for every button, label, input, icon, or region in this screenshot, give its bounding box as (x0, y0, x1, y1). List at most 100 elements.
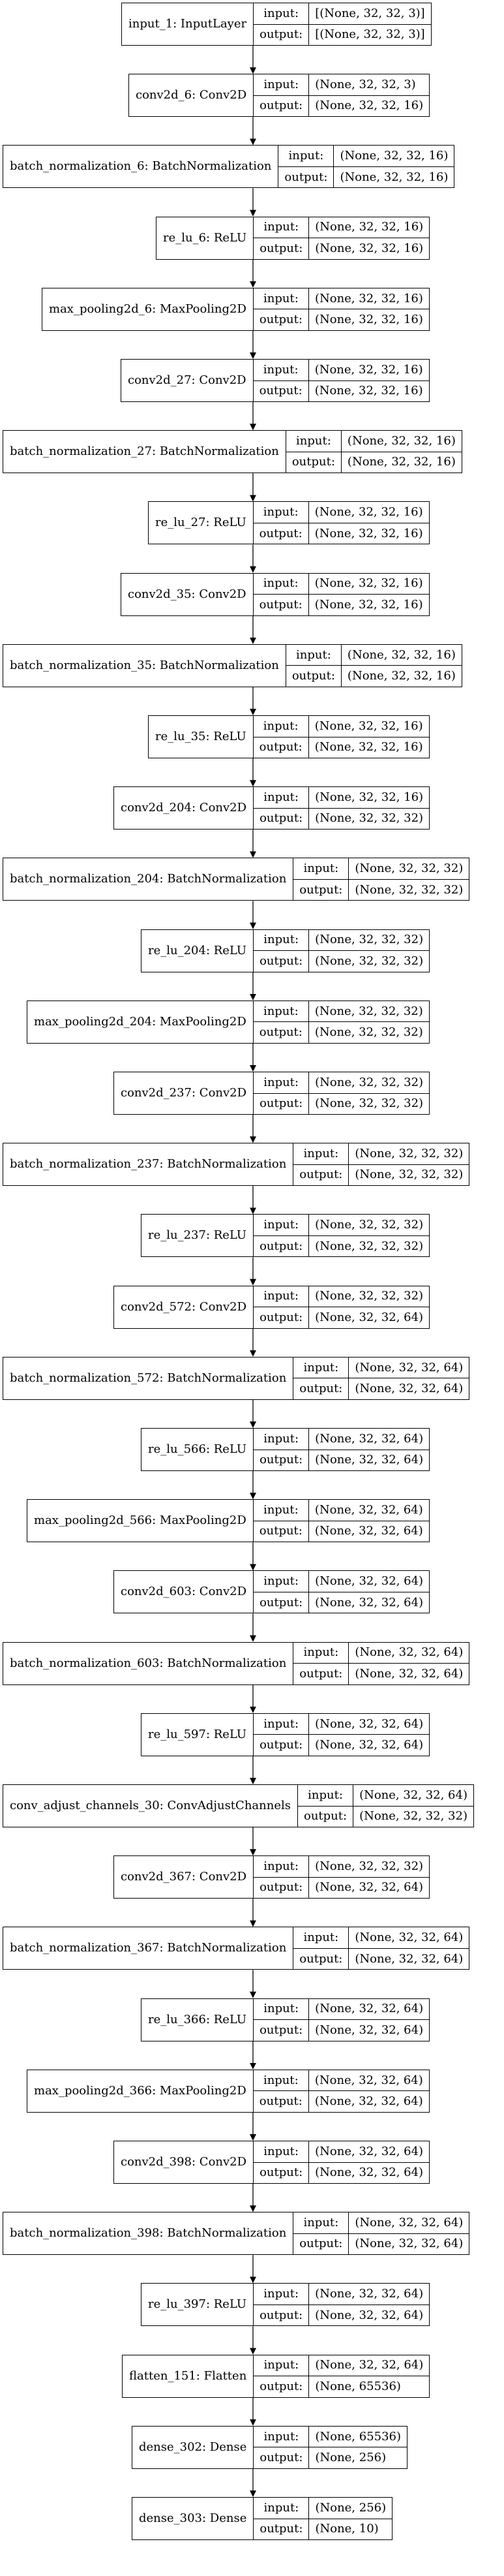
input-label: input: (263, 1075, 299, 1089)
output-label: output: (254, 950, 309, 972)
input-shape: (None, 32, 32, 16) (314, 362, 423, 377)
io-shape-column: (None, 32, 32, 16)(None, 32, 32, 16) (308, 288, 429, 330)
input-shape: (None, 32, 32, 32) (355, 1146, 464, 1160)
input-shape: (None, 32, 32, 64) (355, 1931, 464, 1945)
input-shape: (None, 32, 32, 64) (315, 2358, 424, 2372)
output-label: output: (254, 2162, 309, 2184)
input-label: input: (303, 2215, 339, 2229)
layer-name: batch_normalization_6: BatchNormalizatio… (3, 146, 279, 188)
layer-name: re_lu_204: ReLU (141, 929, 254, 972)
output-shape: (None, 32, 32, 16) (309, 238, 430, 259)
io-shape-column: (None, 32, 32, 64)(None, 32, 32, 64) (309, 1714, 430, 1756)
io-label-column: input:output: (278, 146, 334, 188)
output-shape: (None, 65536) (309, 2376, 430, 2397)
io-label-column: input:output: (254, 1286, 310, 1328)
output-label: output: (254, 23, 309, 46)
input-label: input: (263, 1574, 299, 1589)
layer-name: conv2d_398: Conv2D (114, 2141, 254, 2183)
io-label-column: input:output: (254, 1998, 310, 2041)
input-label: input: (296, 433, 331, 448)
input-label: input: (263, 790, 299, 804)
io-label-column: input:output: (253, 1500, 309, 1542)
input-label: input: (263, 2429, 299, 2444)
output-label: output: (293, 878, 349, 901)
layer-name: batch_normalization_35: BatchNormalizati… (3, 644, 286, 687)
output-shape: (None, 32, 32, 32) (308, 1021, 429, 1043)
io-shape-column: (None, 32, 32, 16)(None, 32, 32, 16) (334, 146, 454, 187)
layer-name: batch_normalization_603: BatchNormalizat… (3, 1642, 294, 1684)
layer-node: conv_adjust_channels_30: ConvAdjustChann… (3, 1784, 474, 1827)
input-shape: (None, 32, 32, 16) (340, 149, 449, 163)
io-label-column: input:output: (254, 2141, 310, 2184)
output-label: output: (254, 2376, 309, 2397)
io-shape-column: [(None, 32, 32, 3)][(None, 32, 32, 3)] (309, 3, 431, 45)
input-label: input: (263, 291, 299, 305)
output-label: output: (293, 1378, 349, 1399)
io-label-column: input:output: (286, 644, 342, 687)
input-shape: (None, 32, 32, 32) (315, 1859, 424, 1873)
layer-name: re_lu_6: ReLU (156, 217, 254, 259)
input-shape: (None, 32, 32, 64) (314, 2073, 423, 2087)
layer-name: conv2d_27: Conv2D (121, 360, 254, 401)
io-label-column: input:output: (253, 1001, 309, 1043)
input-shape: (None, 32, 32, 16) (315, 220, 424, 234)
input-label: input: (303, 1146, 339, 1160)
layer-name: max_pooling2d_6: MaxPooling2D (42, 288, 254, 330)
io-shape-column: (None, 32, 32, 32)(None, 32, 32, 32) (309, 1215, 430, 1256)
output-label: output: (254, 1591, 309, 1613)
layer-name: conv2d_367: Conv2D (114, 1856, 254, 1899)
output-shape: (None, 32, 32, 64) (309, 2162, 430, 2184)
input-label: input: (263, 220, 299, 234)
output-shape: (None, 32, 32, 16) (308, 594, 429, 615)
io-shape-column: (None, 32, 32, 64)(None, 32, 32, 32) (353, 1785, 473, 1827)
input-shape: (None, 32, 32, 64) (315, 1574, 424, 1589)
output-shape: (None, 32, 32, 64) (309, 1307, 430, 1328)
layer-name: conv2d_237: Conv2D (114, 1072, 254, 1114)
input-label: input: (263, 505, 299, 520)
layer-name: max_pooling2d_566: MaxPooling2D (27, 1500, 254, 1542)
output-label: output: (253, 522, 308, 544)
input-shape: (None, 32, 32, 32) (355, 861, 464, 876)
io-label-column: input:output: (293, 1143, 349, 1186)
layer-node: batch_normalization_603: BatchNormalizat… (3, 1641, 470, 1685)
layer-name: dense_303: Dense (132, 2498, 254, 2539)
input-label: input: (303, 1360, 339, 1374)
output-shape: (None, 32, 32, 16) (308, 380, 429, 402)
output-label: output: (254, 1876, 309, 1899)
input-label: input: (263, 576, 299, 591)
io-label-column: input:output: (254, 787, 310, 830)
io-shape-column: (None, 32, 32, 16) (None, 32, 32, 16) (308, 360, 429, 402)
input-shape: (None, 32, 32, 16) (347, 433, 456, 448)
output-label: output: (293, 2233, 349, 2255)
output-shape: (None, 32, 32, 64) (349, 1663, 469, 1684)
output-label: output: (254, 238, 309, 259)
io-shape-column: (None, 32, 32, 64)(None, 32, 32, 64) (349, 1927, 469, 1969)
output-shape: (None, 32, 32, 16) (308, 522, 429, 544)
output-label: output: (254, 2304, 309, 2326)
io-label-column: input:output: (254, 1713, 310, 1756)
input-shape: (None, 32, 32, 16) (314, 576, 423, 591)
io-label-column: input:output: (293, 858, 349, 901)
input-shape: [(None, 32, 32, 3)] (315, 6, 425, 20)
io-shape-column: (None, 32, 32, 64)(None, 32, 32, 64) (349, 1358, 469, 1399)
layer-name: max_pooling2d_204: MaxPooling2D (27, 1001, 254, 1043)
output-label: output: (253, 1520, 308, 1542)
layer-name: re_lu_366: ReLU (141, 1998, 254, 2041)
io-shape-column: (None, 32, 32, 32)(None, 32, 32, 64) (309, 1856, 430, 1898)
io-shape-column: (None, 32, 32, 16) (None, 32, 32, 16) (308, 574, 429, 615)
input-shape: (None, 32, 32, 32) (314, 1004, 423, 1018)
input-shape: (None, 32, 32, 64) (355, 1360, 464, 1374)
io-shape-column: (None, 65536)(None, 256) (309, 2427, 408, 2468)
io-label-column: input: output: (254, 1571, 310, 1613)
input-label: input: (263, 2073, 299, 2087)
io-label-column: input:output: (293, 1642, 349, 1684)
layer-name: conv2d_603: Conv2D (114, 1571, 254, 1613)
io-label-column: input:output: (254, 74, 310, 117)
layer-node: conv2d_603: Conv2D input: output: (None, 32… (113, 1570, 430, 1614)
